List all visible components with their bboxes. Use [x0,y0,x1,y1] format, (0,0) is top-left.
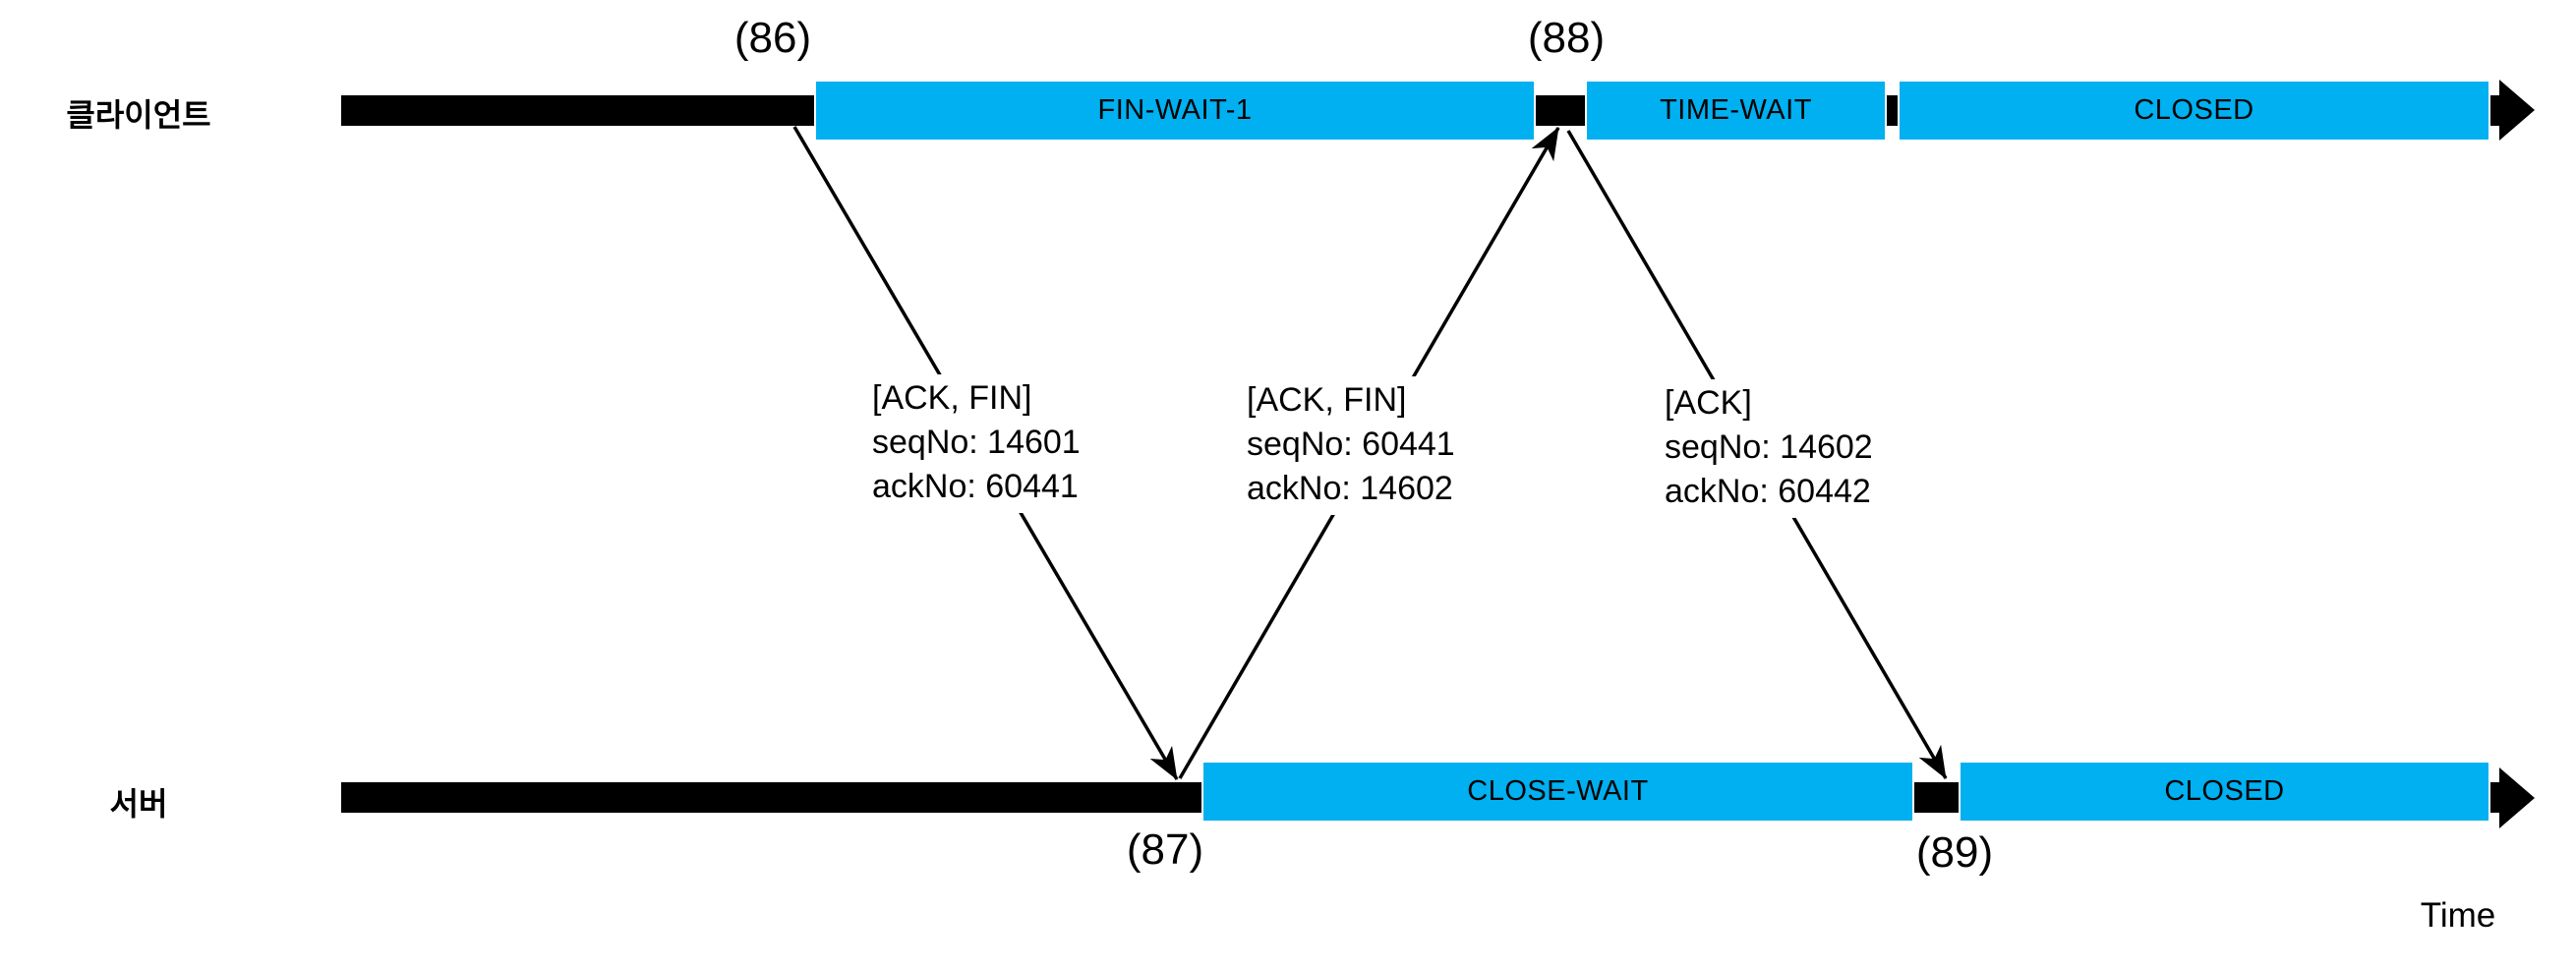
server-timeline-arrowhead-icon [2499,768,2535,828]
message-1-flags: [ACK, FIN] [872,379,1032,417]
message-3-flags: [ACK] [1665,384,1752,422]
client-event-88-label: (88) [1527,14,1606,62]
message-2-flags: [ACK, FIN] [1247,381,1407,419]
message-1-ack: ackNo: 60441 [872,468,1079,505]
message-3-ack: ackNo: 60442 [1665,473,1871,510]
server-event-87-label: (87) [1126,825,1204,874]
time-axis-label: Time [2420,896,2496,935]
message-annotation-client-ack: [ACK] seqNo: 14602 ackNo: 60442 [1655,379,1883,518]
message-2-seq: seqNo: 60441 [1247,426,1455,463]
message-3-seq: seqNo: 14602 [1665,428,1873,466]
message-2-ack: ackNo: 14602 [1247,470,1453,507]
client-state-fin-wait-1-label: FIN-WAIT-1 [1097,94,1253,126]
server-state-closed: CLOSED [1959,763,2490,821]
client-state-closed: CLOSED [1898,82,2490,140]
client-label: 클라이언트 [66,97,211,133]
server-state-close-wait: CLOSE-WAIT [1201,763,1914,821]
message-annotation-client-fin: [ACK, FIN] seqNo: 14601 ackNo: 60441 [862,374,1090,513]
client-state-fin-wait-1: FIN-WAIT-1 [814,82,1536,140]
server-state-closed-label: CLOSED [2164,775,2285,807]
server-label: 서버 [109,786,168,822]
client-state-time-wait-label: TIME-WAIT [1660,94,1812,126]
server-event-89-label: (89) [1915,828,1994,877]
message-annotation-server-fin: [ACK, FIN] seqNo: 60441 ackNo: 14602 [1237,376,1465,515]
client-state-closed-label: CLOSED [2134,94,2254,126]
client-event-86-label: (86) [733,14,812,62]
client-state-time-wait: TIME-WAIT [1585,82,1887,140]
message-1-seq: seqNo: 14601 [872,424,1081,461]
server-state-close-wait-label: CLOSE-WAIT [1467,775,1649,807]
client-timeline-arrowhead-icon [2499,80,2535,141]
